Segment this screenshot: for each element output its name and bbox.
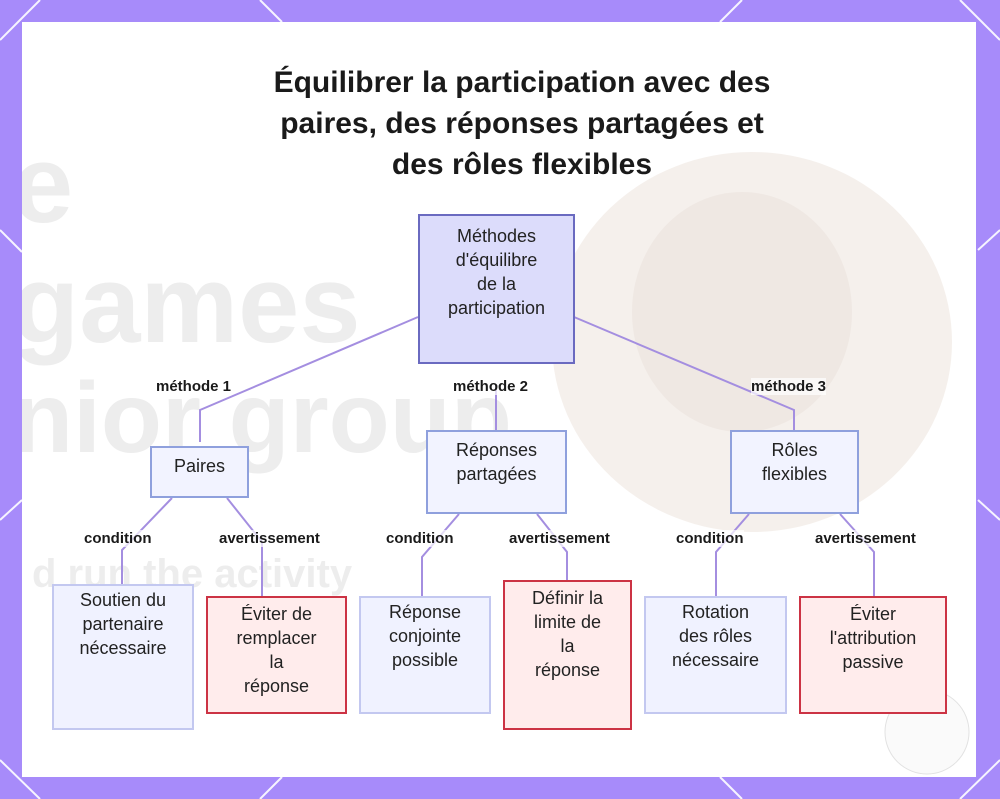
edge-label-warning-2: avertissement <box>509 530 610 547</box>
method-label: flexibles <box>761 464 828 484</box>
node-line: remplacer <box>236 628 317 648</box>
node-line: Définir la <box>531 588 604 608</box>
root-node: Méthodes d'équilibre de la participation <box>418 214 575 364</box>
edge-root-method-1 <box>199 316 419 442</box>
edge-method-2-warning <box>536 513 568 580</box>
node-line: réponse <box>534 660 601 680</box>
edge-label-condition-3: condition <box>676 530 744 547</box>
root-line: participation <box>447 298 546 318</box>
node-line: réponse <box>243 676 310 696</box>
node-line: passive <box>842 652 904 672</box>
warning-node-passive-assignment: Éviter l'attribution passive <box>799 596 947 714</box>
edge-method-3-warning <box>839 513 875 596</box>
node-line: l'attribution <box>829 628 917 648</box>
node-line: Soutien du <box>79 590 167 610</box>
method-label: Rôles <box>771 440 818 460</box>
edge-method-3-condition <box>715 513 750 596</box>
edge-label-method-1: méthode 1 <box>156 378 232 395</box>
node-line: nécessaire <box>79 638 167 658</box>
title-line-3: des rôles flexibles <box>391 148 653 181</box>
node-line: limite de <box>533 612 602 632</box>
watermark-line-2: games <box>22 243 361 366</box>
node-line: la <box>269 652 284 672</box>
edge-label-warning-3: avertissement <box>815 530 916 547</box>
method-node-flexible-roles: Rôles flexibles <box>730 430 859 514</box>
edge-method-1-warning <box>226 497 263 596</box>
title-line-2: paires, des réponses partagées et <box>280 107 764 140</box>
method-node-pairs: Paires <box>150 446 249 498</box>
diagram-title: Équilibrer la participation avec des pai… <box>222 62 822 185</box>
edge-label-warning-1: avertissement <box>219 530 320 547</box>
edge-label-method-2: méthode 2 <box>453 378 529 395</box>
node-line: Réponse <box>388 602 462 622</box>
edge-label-condition-1: condition <box>84 530 152 547</box>
node-line: la <box>560 636 575 656</box>
root-line: Méthodes <box>456 226 537 246</box>
diagram-panel: e games nior group d run the activity Éq… <box>22 22 976 777</box>
node-line: Éviter de <box>240 604 313 624</box>
node-line: Éviter <box>849 604 896 624</box>
edge-label-method-3: méthode 3 <box>751 378 827 395</box>
warning-node-answer-limit: Définir la limite de la réponse <box>503 580 632 730</box>
node-line: des rôles <box>678 626 753 646</box>
node-line: nécessaire <box>671 650 760 670</box>
method-label: Réponses <box>455 440 538 460</box>
method-label: partagées <box>456 464 537 484</box>
node-line: Rotation <box>681 602 750 622</box>
condition-node-role-rotation: Rotation des rôles nécessaire <box>644 596 787 714</box>
condition-node-partner-support: Soutien du partenaire nécessaire <box>52 584 194 730</box>
node-line: possible <box>391 650 459 670</box>
edge-label-condition-2: condition <box>386 530 454 547</box>
title-line-1: Équilibrer la participation avec des <box>273 66 771 99</box>
root-line: d'équilibre <box>455 250 538 270</box>
connector-edges <box>121 316 875 596</box>
root-line: de la <box>476 274 517 294</box>
warning-node-replace-answer: Éviter de remplacer la réponse <box>206 596 347 714</box>
node-line: partenaire <box>82 614 164 634</box>
watermark-line-1: e <box>22 123 73 246</box>
edge-root-method-3 <box>573 316 795 430</box>
condition-node-joint-answer: Réponse conjointe possible <box>359 596 491 714</box>
node-line: conjointe <box>388 626 462 646</box>
edge-method-2-condition <box>421 513 460 596</box>
method-node-shared-answers: Réponses partagées <box>426 430 567 514</box>
method-label: Paires <box>173 456 226 476</box>
edge-method-1-condition <box>121 497 173 596</box>
